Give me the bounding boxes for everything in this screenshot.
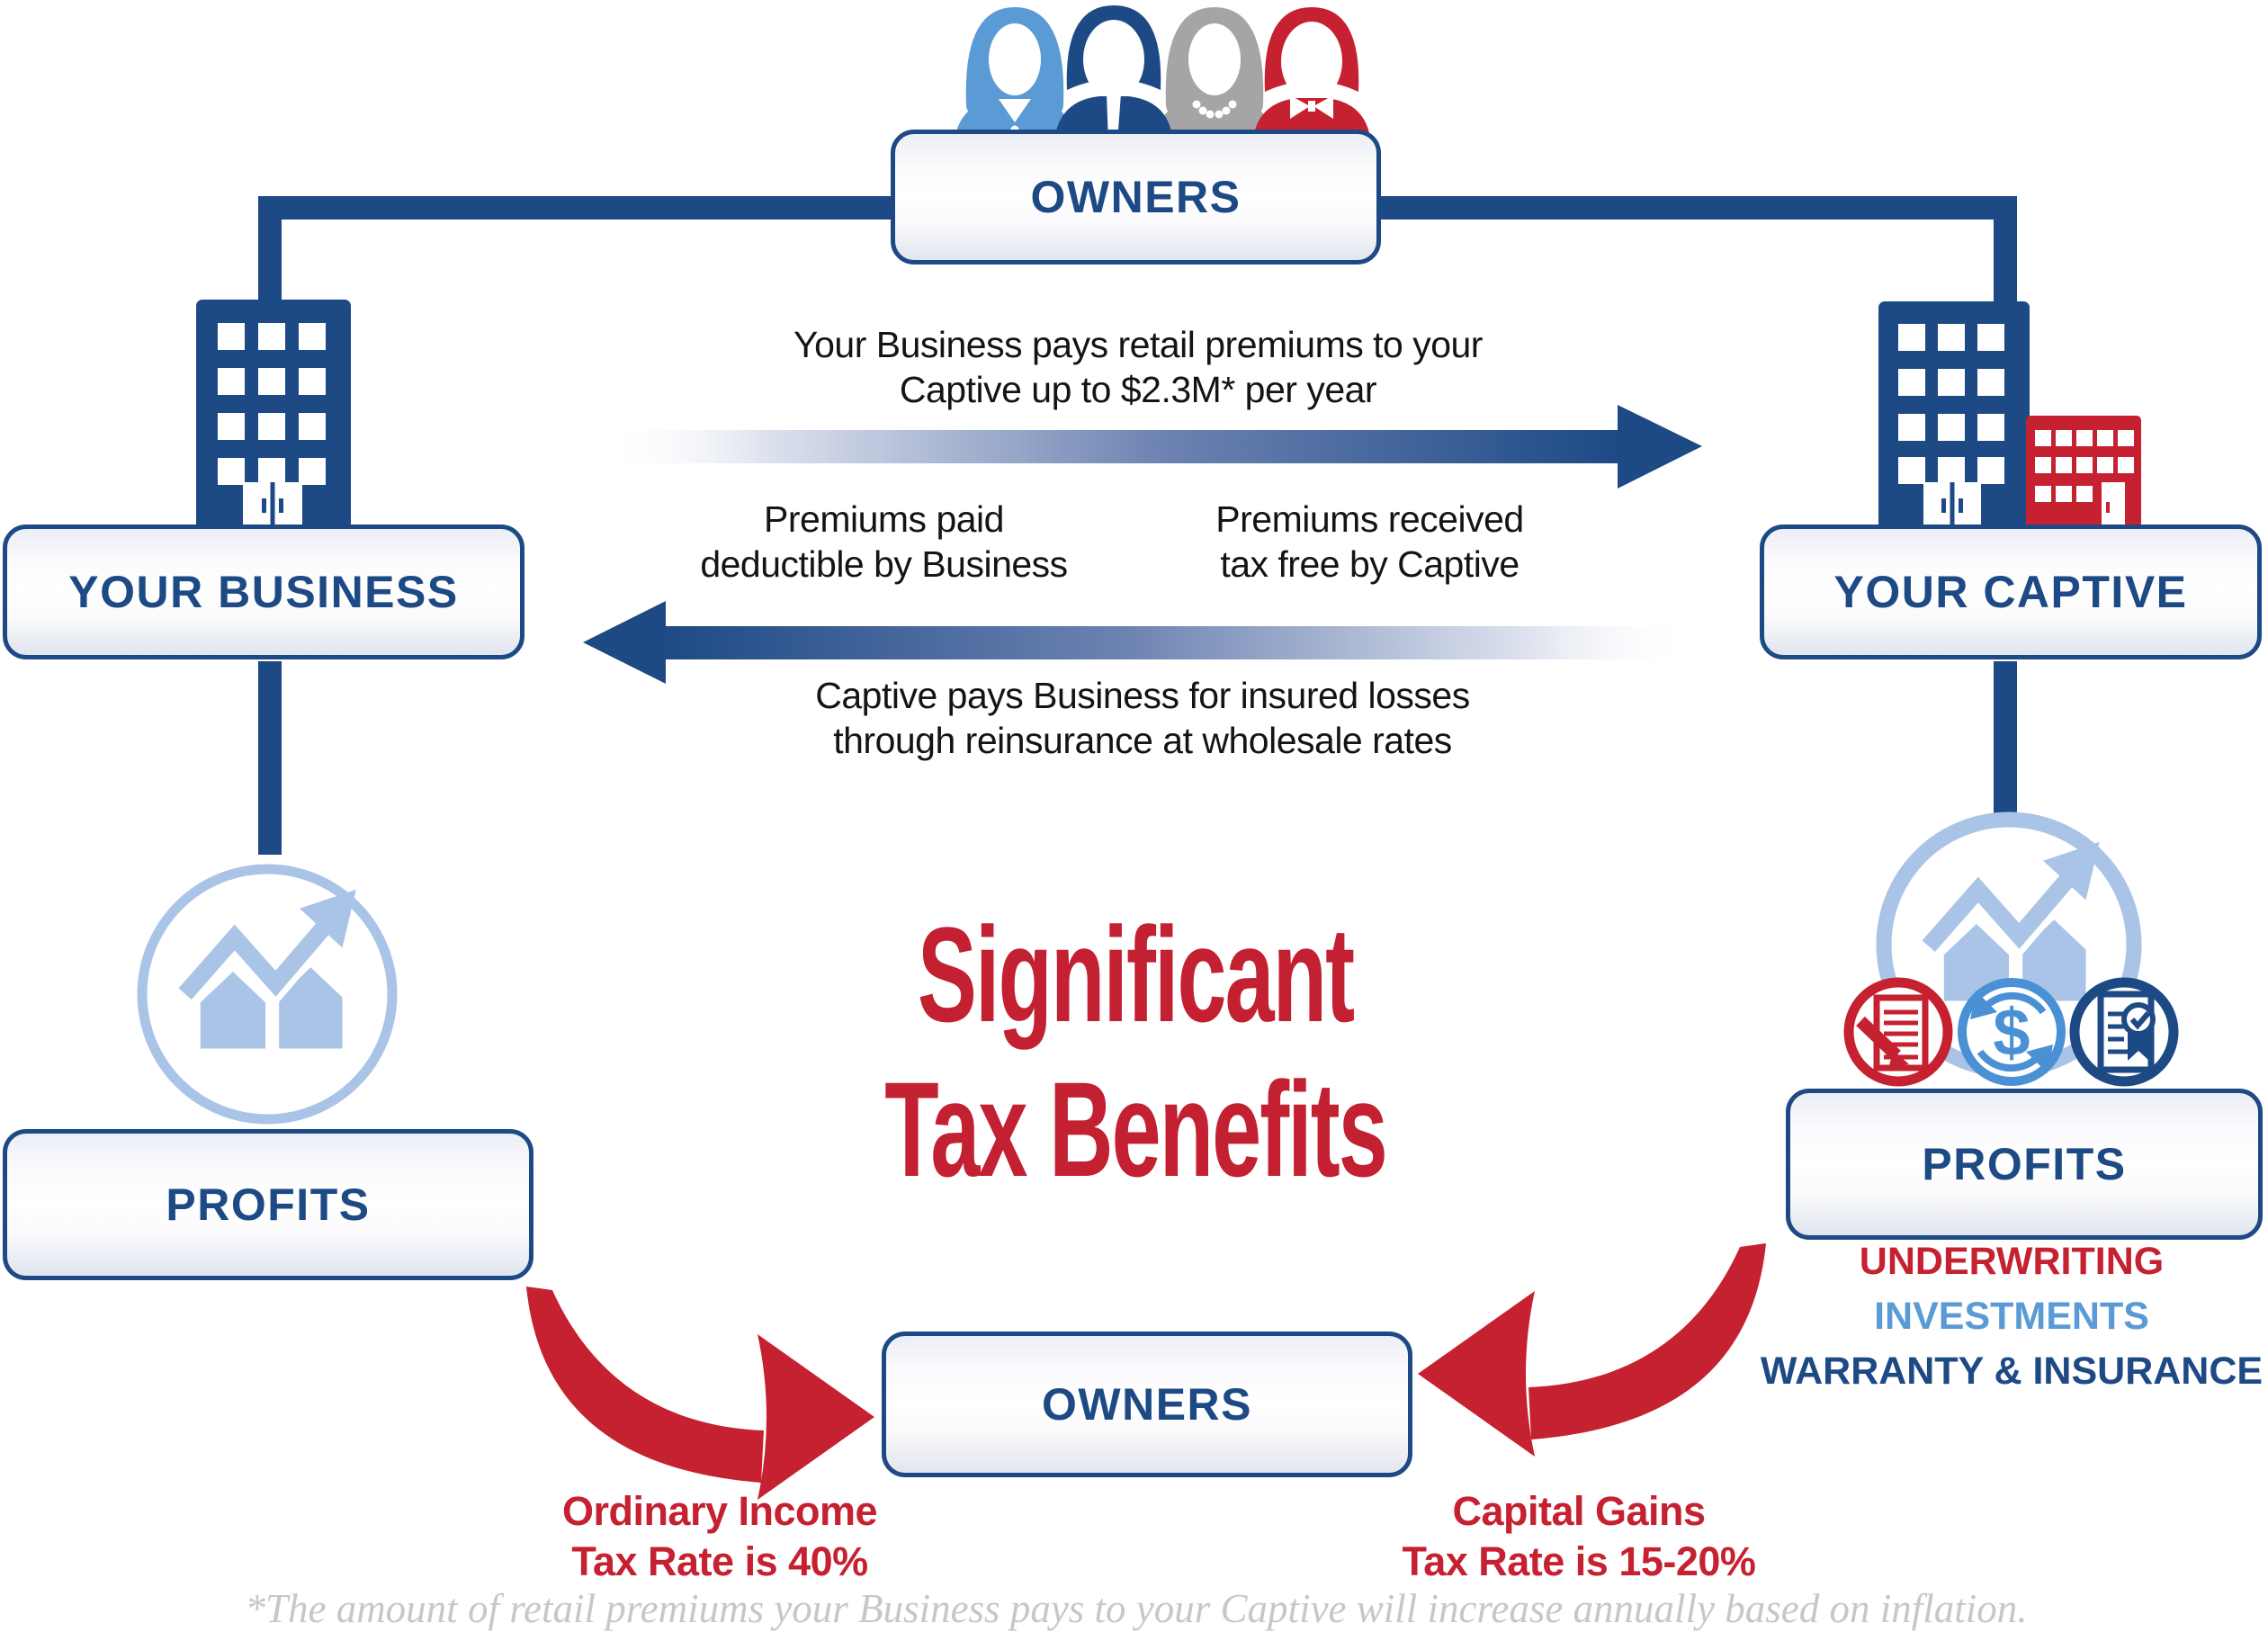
ordinary-income-line2: Tax Rate is 40% — [571, 1538, 868, 1585]
owners-to-captive-connector — [1367, 196, 2017, 306]
ordinary-income-tax-label: Ordinary Income Tax Rate is 40% — [468, 1486, 972, 1588]
your-captive-node: YOUR CAPTIVE — [1760, 525, 2262, 659]
owners-top-label: OWNERS — [1030, 172, 1242, 222]
capital-gains-line1: Capital Gains — [1452, 1488, 1706, 1534]
premiums-flow-line2: Captive up to $2.3M* per year — [899, 369, 1377, 411]
owner-person-icon — [1252, 7, 1371, 144]
premiums-received-line2: tax free by Captive — [1220, 543, 1519, 586]
dollar-cycle-icon: $ — [1958, 978, 2066, 1086]
profit-stream-warranty-insurance: WARRANTY & INSURANCE — [1760, 1350, 2264, 1394]
inflation-footnote: *The amount of retail premiums your Busi… — [245, 1586, 2028, 1631]
owners-top-node: OWNERS — [891, 130, 1381, 265]
page-title-line1: Significant — [917, 899, 1355, 1050]
premiums-paid-caption: Premiums paid deductible by Business — [634, 497, 1134, 587]
profit-growth-chart-icon — [137, 864, 398, 1125]
owner-person-icon — [954, 7, 1076, 146]
profit-streams-list: UNDERWRITING INVESTMENTS WARRANTY & INSU… — [1753, 1234, 2268, 1399]
owners-bottom-label: OWNERS — [1042, 1379, 1252, 1430]
your-business-label: YOUR BUSINESS — [68, 567, 459, 617]
svg-text:$: $ — [1993, 995, 2030, 1070]
capital-gains-tax-label: Capital Gains Tax Rate is 15-20% — [1327, 1486, 1831, 1588]
certificate-seal-icon — [2069, 977, 2179, 1087]
captive-buildings-icon — [1878, 301, 2141, 534]
profits-right-label: PROFITS — [1922, 1139, 2127, 1189]
page-title-line2: Tax Benefits — [884, 1054, 1388, 1205]
premiums-paid-line1: Premiums paid — [764, 498, 1004, 540]
owners-bottom-node: OWNERS — [882, 1332, 1412, 1477]
profit-stream-investments: INVESTMENTS — [1874, 1295, 2149, 1339]
premiums-arrow-right — [603, 405, 1702, 489]
premiums-flow-caption: Your Business pays retail premiums to yo… — [558, 322, 1718, 412]
premiums-flow-line1: Your Business pays retail premiums to yo… — [793, 324, 1483, 365]
premiums-paid-line2: deductible by Business — [700, 543, 1068, 586]
capital-gains-line2: Tax Rate is 15-20% — [1402, 1538, 1756, 1585]
owners-to-business-connector — [258, 196, 904, 306]
premiums-received-line1: Premiums received — [1215, 498, 1524, 540]
your-business-node: YOUR BUSINESS — [3, 525, 524, 659]
your-captive-label: YOUR CAPTIVE — [1833, 567, 2188, 617]
profit-stream-underwriting: UNDERWRITING — [1859, 1240, 2165, 1283]
profits-left-label: PROFITS — [166, 1179, 371, 1230]
ordinary-income-line1: Ordinary Income — [561, 1488, 878, 1534]
owner-person-icon — [1054, 5, 1173, 142]
premiums-received-caption: Premiums received tax free by Captive — [1120, 497, 1619, 587]
claims-flow-line2: through reinsurance at wholesale rates — [833, 720, 1452, 762]
page-title: Significant Tax Benefits — [808, 907, 1464, 1197]
claims-arrow-left — [583, 601, 1691, 684]
claims-flow-caption: Captive pays Business for insured losses… — [562, 673, 1723, 763]
ordinary-income-swoosh-arrow — [526, 1287, 874, 1500]
business-building-icon — [196, 300, 351, 534]
contract-pen-icon — [1843, 977, 1953, 1087]
profits-right-node: PROFITS — [1786, 1089, 2263, 1240]
claims-flow-line1: Captive pays Business for insured losses — [815, 675, 1470, 716]
capital-gains-swoosh-arrow — [1418, 1243, 1766, 1457]
four-owners-people-icon — [954, 5, 1371, 146]
profits-left-node: PROFITS — [3, 1129, 533, 1280]
